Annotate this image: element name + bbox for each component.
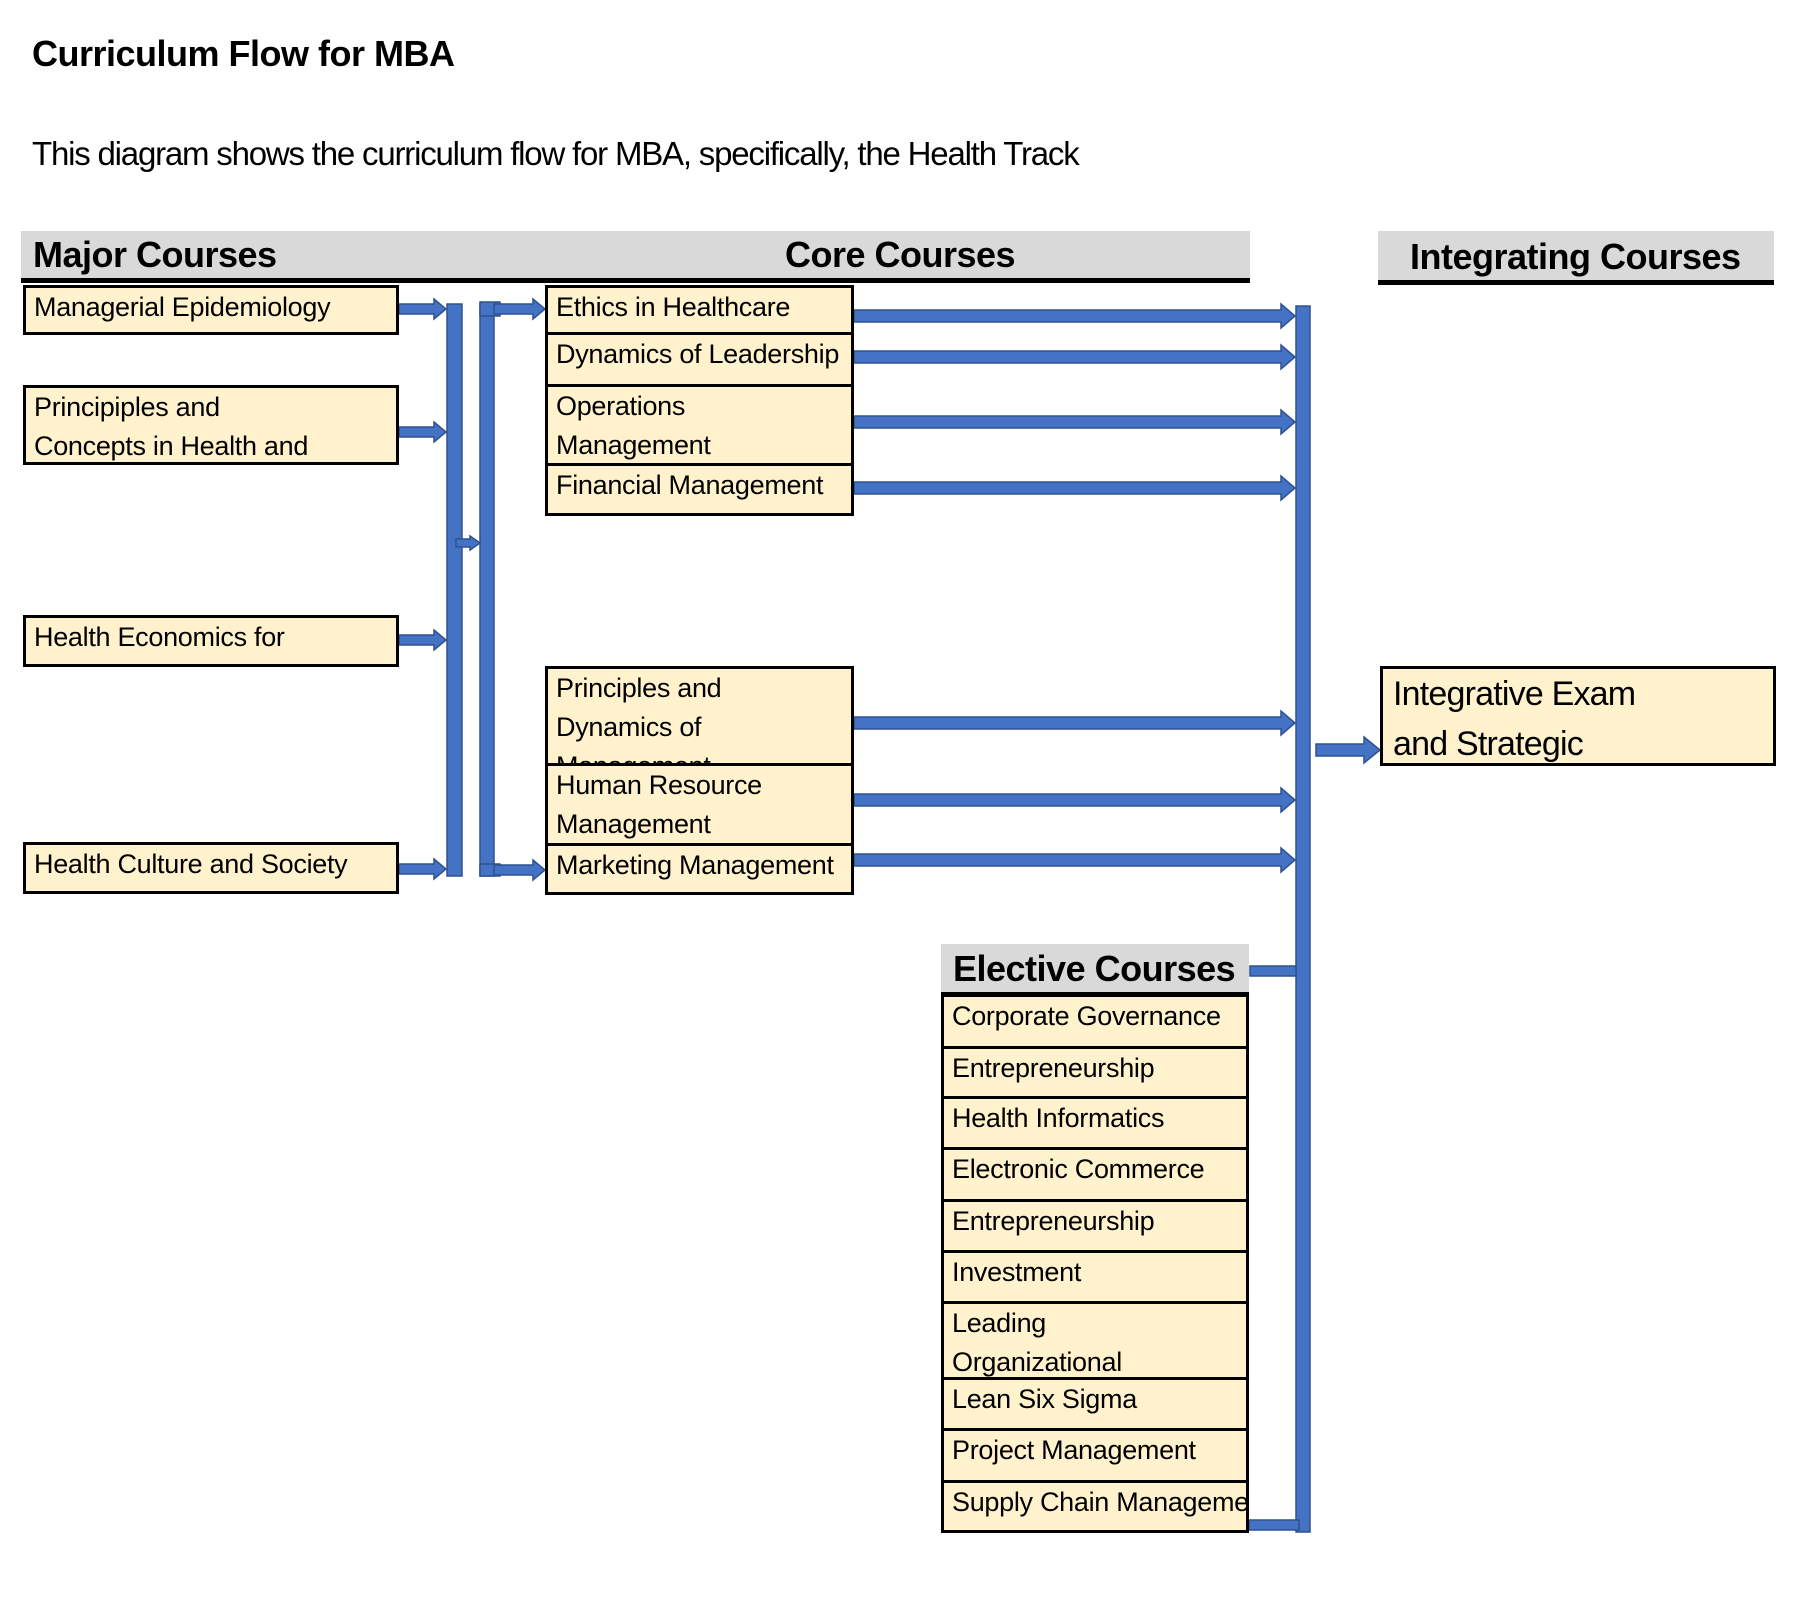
page-title: Curriculum Flow for MBA <box>32 33 455 74</box>
collector-to-integrating-arrow-icon <box>1315 735 1382 765</box>
major-course-box[interactable]: Health Culture and Society <box>23 842 399 894</box>
elective-courses-header: Elective Courses <box>953 948 1236 989</box>
major-to-core-arrow-icon <box>398 857 448 881</box>
elective-course-box[interactable]: Investment Management <box>941 1250 1249 1304</box>
elective-course-box[interactable]: Health Informatics <box>941 1096 1249 1150</box>
core-course-box[interactable]: Operations Management <box>545 384 854 466</box>
core-courses-header: Core Courses <box>785 234 1016 275</box>
major-collector-bar <box>446 303 463 877</box>
core-distributor-bar <box>479 303 495 877</box>
elective-course-box[interactable]: Corporate Governance <box>941 994 1249 1049</box>
core-course-box[interactable]: Marketing Management <box>545 843 854 895</box>
integrating-courses-header: Integrating Courses <box>1410 236 1741 277</box>
distributor-to-core-arrow-icon <box>493 858 547 882</box>
major-to-core-arrow-icon <box>398 420 448 444</box>
collector-to-distributor-arrow-icon <box>455 534 482 552</box>
elective-bottom-connector <box>1248 1519 1300 1531</box>
major-courses-header: Major Courses <box>33 234 277 275</box>
elective-header-connector <box>1249 965 1297 977</box>
core-course-box[interactable]: Principles and Dynamics of Management <box>545 666 854 766</box>
major-to-core-arrow-icon <box>398 297 448 321</box>
elective-course-box[interactable]: Supply Chain Management <box>941 1480 1249 1533</box>
major-course-box[interactable]: Principiples and Concepts in Health and … <box>23 385 399 465</box>
core-course-box[interactable]: Financial Management <box>545 463 854 516</box>
major-to-core-arrow-icon <box>398 628 448 652</box>
core-to-integrating-arrow-icon <box>853 709 1297 737</box>
core-course-box[interactable]: Ethics in Healthcare <box>545 285 854 335</box>
core-to-integrating-arrow-icon <box>853 786 1297 814</box>
core-to-integrating-arrow-icon <box>853 474 1297 502</box>
core-to-integrating-arrow-icon <box>853 846 1297 874</box>
core-to-integrating-arrow-icon <box>853 302 1297 330</box>
core-course-box[interactable]: Dynamics of Leadership <box>545 332 854 387</box>
page-subtitle: This diagram shows the curriculum flow f… <box>32 135 1080 172</box>
elective-course-box[interactable]: Electronic Commerce <box>941 1147 1249 1202</box>
integrating-collector-bar <box>1295 305 1311 1533</box>
major-course-box[interactable]: Managerial Epidemiology <box>23 285 399 335</box>
core-to-integrating-arrow-icon <box>853 408 1297 436</box>
distributor-to-core-arrow-icon <box>493 297 547 321</box>
elective-course-box[interactable]: Project Management <box>941 1428 1249 1483</box>
core-course-box[interactable]: Human Resource Management <box>545 763 854 846</box>
elective-course-box[interactable]: Lean Six Sigma <box>941 1377 1249 1431</box>
integrating-course-box[interactable]: Integrative Exam and Strategic Managemen… <box>1380 666 1776 766</box>
core-to-integrating-arrow-icon <box>853 343 1297 371</box>
elective-course-box[interactable]: Entrepreneurship <box>941 1199 1249 1253</box>
integrating-header-band: Integrating Courses <box>1378 231 1774 285</box>
major-course-box[interactable]: Health Economics for Managers <box>23 615 399 667</box>
elective-course-box[interactable]: Leading Organizational Change <box>941 1301 1249 1380</box>
elective-course-box[interactable]: Entrepreneurship <box>941 1046 1249 1099</box>
major-core-header-band: Major Courses Core Courses <box>21 231 1250 283</box>
